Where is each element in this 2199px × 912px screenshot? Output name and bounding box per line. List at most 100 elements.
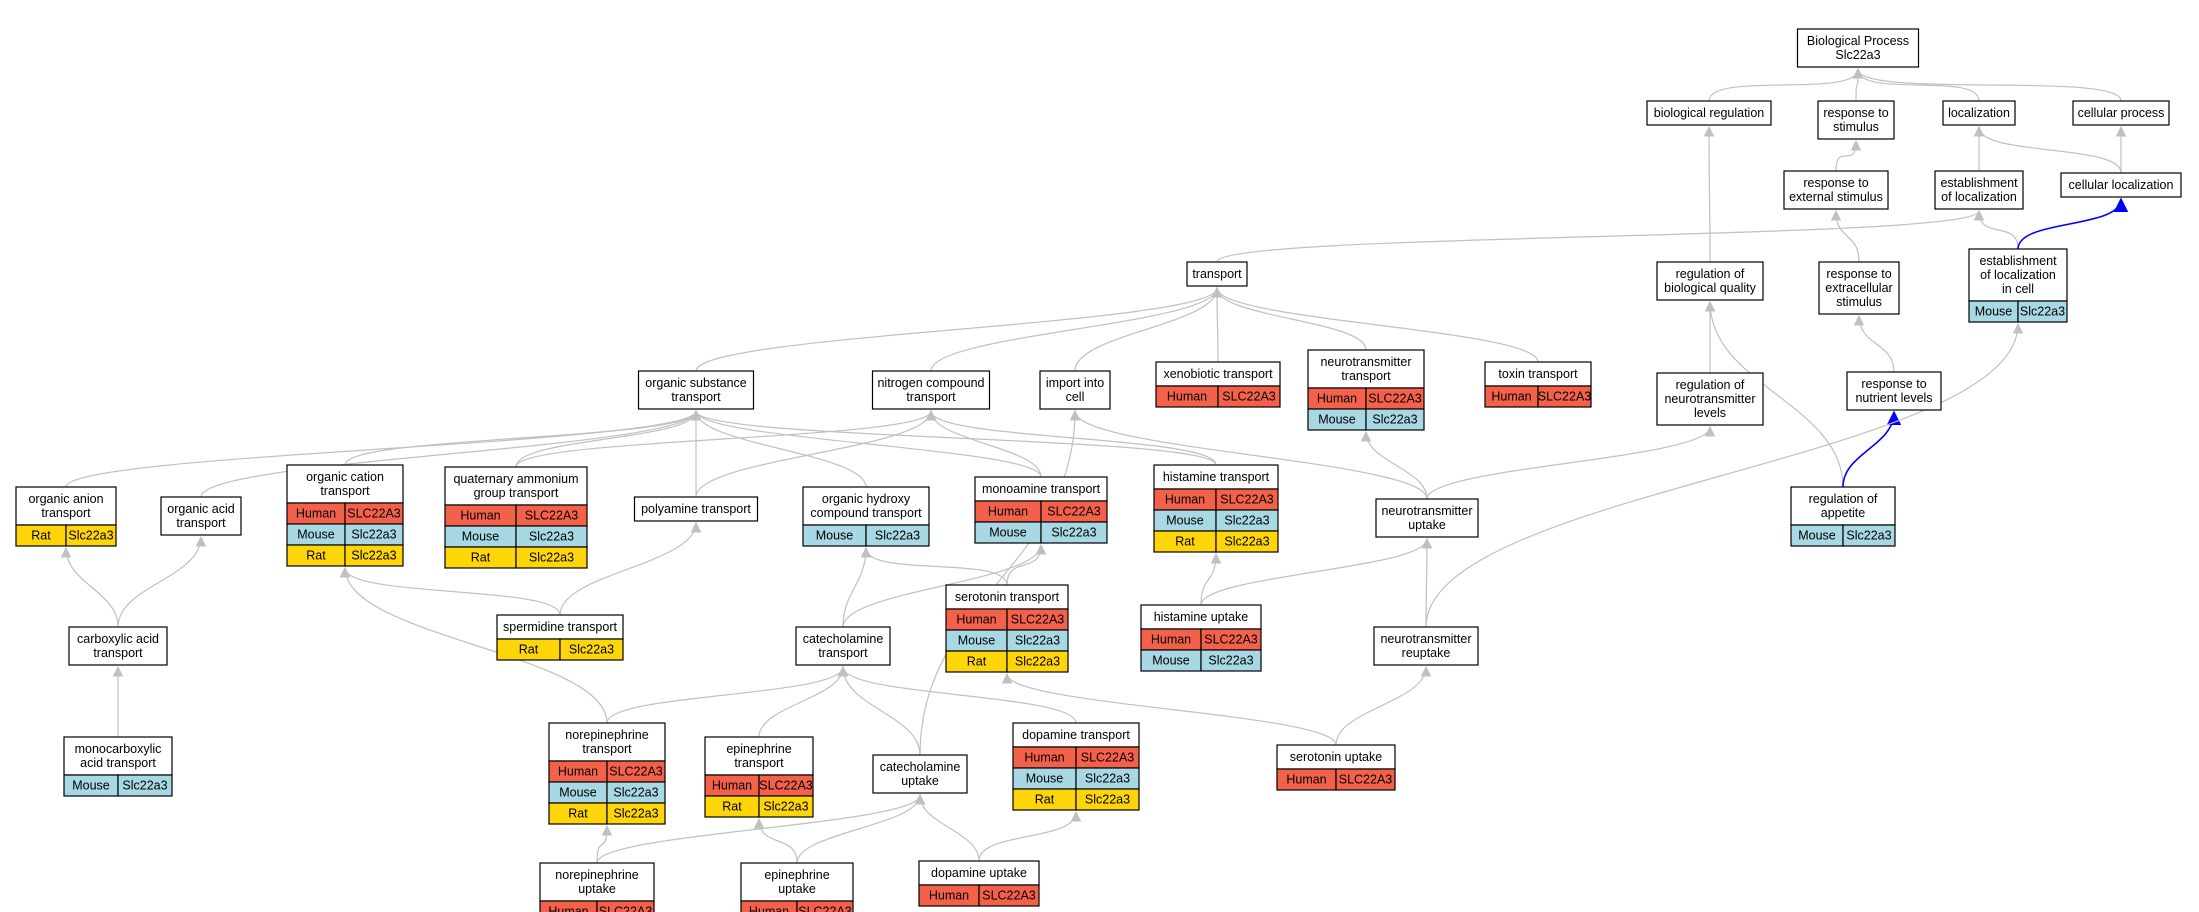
edge-spermid-to-orgcat bbox=[339, 566, 561, 616]
gene-cell bbox=[1040, 521, 1108, 544]
term-label: reuptake bbox=[1402, 646, 1451, 660]
term-label: transport bbox=[818, 646, 868, 660]
edge-dopt-to-catt bbox=[837, 665, 1077, 724]
gene-label: SLC22A3 bbox=[1204, 633, 1258, 647]
species-label: Human bbox=[1167, 390, 1207, 404]
term-label: extracellular bbox=[1825, 281, 1892, 295]
species-label: Mouse bbox=[1798, 529, 1836, 543]
term-label: xenobiotic transport bbox=[1163, 367, 1273, 381]
term-box bbox=[1153, 464, 1279, 490]
edge-noreup-to-catup bbox=[596, 793, 926, 864]
gene-label: SLC22A3 bbox=[1222, 390, 1276, 404]
term-label: uptake bbox=[778, 882, 816, 896]
term-box bbox=[1790, 486, 1896, 526]
term-label: transport bbox=[93, 646, 143, 660]
edge-histup-to-ntup bbox=[1200, 537, 1433, 606]
species-label: Human bbox=[558, 765, 598, 779]
term-node-bioreg[interactable]: biological regulation bbox=[1646, 100, 1772, 126]
gene-cell bbox=[1006, 650, 1069, 673]
gene-label: SLC22A3 bbox=[1220, 493, 1274, 507]
edge-ntre-to-ntup bbox=[1421, 537, 1433, 628]
term-box bbox=[286, 464, 404, 504]
species-label: Human bbox=[1491, 390, 1531, 404]
term-label: stimulus bbox=[1833, 120, 1879, 134]
edge-ntre-to-estloccell bbox=[1425, 322, 2024, 628]
term-node-polyam[interactable]: polyamine transport bbox=[633, 496, 759, 522]
term-label: nutrient levels bbox=[1855, 391, 1932, 405]
term-node-transport[interactable]: transport bbox=[1186, 261, 1248, 287]
edge-orgacid-to-orgsub bbox=[200, 409, 702, 498]
term-label: of localization bbox=[1980, 268, 2056, 282]
term-label: compound transport bbox=[810, 506, 922, 520]
edge-respnut-to-respextra bbox=[1853, 314, 1895, 373]
term-label: catecholamine bbox=[880, 760, 961, 774]
species-label: Rat bbox=[471, 551, 491, 565]
species-label: Human bbox=[749, 905, 789, 912]
term-label: monoamine transport bbox=[982, 482, 1101, 496]
species-label: Rat bbox=[722, 800, 742, 814]
species-label: Human bbox=[956, 613, 996, 627]
gene-cell bbox=[2017, 300, 2068, 323]
species-label: Mouse bbox=[297, 528, 335, 542]
gene-label: Slc22a3 bbox=[1015, 634, 1060, 648]
gene-cell bbox=[1537, 385, 1592, 408]
term-node-local[interactable]: localization bbox=[1942, 100, 2016, 126]
term-label: establishment bbox=[1940, 176, 2018, 190]
term-node-cellproc[interactable]: cellular process bbox=[2072, 100, 2170, 126]
term-label: regulation of bbox=[1676, 267, 1745, 281]
edge-respext-to-respstim bbox=[1835, 139, 1862, 172]
term-label: neurotransmitter bbox=[1320, 355, 1411, 369]
gene-label: Slc22a3 bbox=[1372, 413, 1417, 427]
edge-norept-to-orgcat bbox=[339, 566, 608, 724]
species-label: Human bbox=[460, 509, 500, 523]
term-label: spermidine transport bbox=[503, 620, 617, 634]
edge-monoam-to-orgsub bbox=[690, 409, 1042, 478]
term-node-cellloc[interactable]: cellular localization bbox=[2060, 172, 2182, 198]
term-box bbox=[2060, 172, 2182, 198]
term-box bbox=[633, 496, 759, 522]
term-label: establishment bbox=[1979, 254, 2057, 268]
gene-label: Slc22a3 bbox=[613, 807, 658, 821]
term-label: serotonin uptake bbox=[1290, 750, 1382, 764]
gene-label: SLC22A3 bbox=[1368, 392, 1422, 406]
